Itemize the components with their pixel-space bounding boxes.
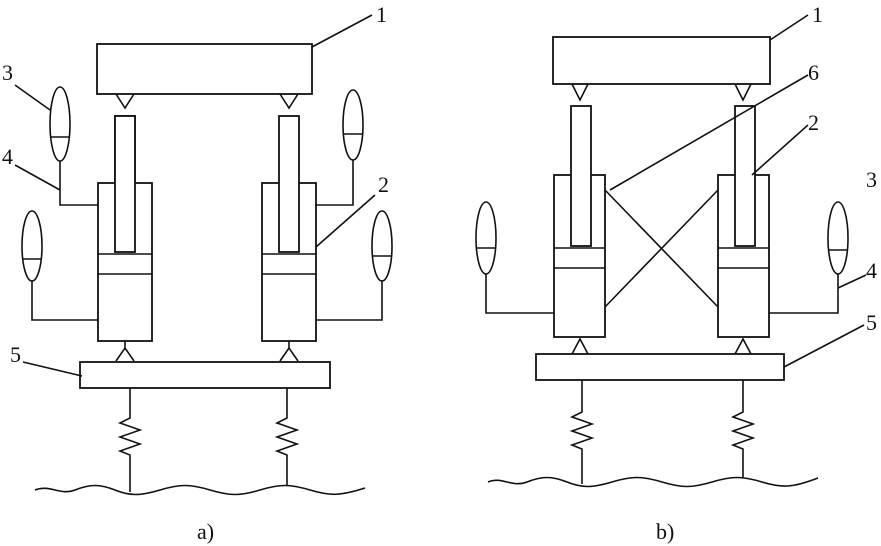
pipe-right-b <box>769 274 839 314</box>
accumulator-upper-right-a <box>342 89 364 161</box>
caption-a: a) <box>197 519 214 544</box>
leader-6-b <box>609 74 809 191</box>
callout-2-a: 2 <box>378 172 389 197</box>
ground-line-b <box>487 476 819 488</box>
pipe-upper-right-a <box>316 160 354 206</box>
callout-3-b: 3 <box>866 167 877 192</box>
ground-line-a <box>34 484 366 496</box>
callout-2-b: 2 <box>808 110 819 135</box>
vehicle-body-b <box>552 36 771 85</box>
accumulator-right-b <box>827 201 849 275</box>
pipe-upper-left-a <box>59 161 98 206</box>
leader-4-a <box>14 164 61 191</box>
diagram-b: 1 6 2 3 4 5 b) <box>475 2 877 544</box>
pivot-top-right-b <box>734 83 752 102</box>
leader-4-b <box>837 274 867 289</box>
axle-b <box>535 353 785 381</box>
tire-spring-left-a <box>117 388 143 492</box>
leader-1-b <box>769 14 809 41</box>
pipe-lower-left-a <box>31 281 98 321</box>
tire-spring-right-a <box>274 388 300 486</box>
callout-4-a: 4 <box>2 144 13 169</box>
vehicle-body-a <box>96 43 313 95</box>
leader-5-b <box>783 324 865 368</box>
diagram-a: 1 3 4 2 5 a) <box>2 2 393 544</box>
pivot-bottom-right-b <box>734 337 752 355</box>
accumulator-upper-left-a <box>49 86 71 162</box>
accumulator-left-b <box>475 201 497 275</box>
pipe-left-b <box>485 274 554 314</box>
pivot-bottom-left-b <box>571 337 589 355</box>
tire-spring-right-b <box>730 380 756 478</box>
cylinder-left-a <box>97 115 153 342</box>
callout-1-b: 1 <box>812 2 823 27</box>
cylinder-right-a <box>261 115 317 342</box>
callout-6-b: 6 <box>808 60 819 85</box>
callout-1-a: 1 <box>376 2 387 27</box>
callout-4-b: 4 <box>866 258 877 283</box>
cylinder-right-b <box>717 105 770 338</box>
accumulator-lower-left-a <box>21 210 43 282</box>
axle-a <box>79 361 331 389</box>
tire-spring-left-b <box>569 380 595 484</box>
pivot-top-right-a <box>279 93 299 110</box>
leader-3-a <box>14 84 51 111</box>
cylinder-left-b <box>553 105 606 338</box>
pivot-bottom-left-a <box>115 346 135 362</box>
pivot-top-left-b <box>571 83 589 102</box>
callout-5-a: 5 <box>10 342 21 367</box>
cross-pipe-2-b <box>604 189 719 308</box>
pivot-top-left-a <box>115 93 135 110</box>
callout-3-a: 3 <box>2 60 13 85</box>
callout-5-b: 5 <box>866 310 877 335</box>
leader-1-a <box>311 14 373 48</box>
leader-2-a <box>315 194 376 248</box>
accumulator-lower-right-a <box>371 210 393 282</box>
caption-b: b) <box>656 519 674 544</box>
leader-5-a <box>22 361 83 377</box>
pivot-bottom-right-a <box>279 346 299 362</box>
leader-2-b <box>751 124 809 176</box>
pipe-lower-right-a <box>316 281 383 321</box>
